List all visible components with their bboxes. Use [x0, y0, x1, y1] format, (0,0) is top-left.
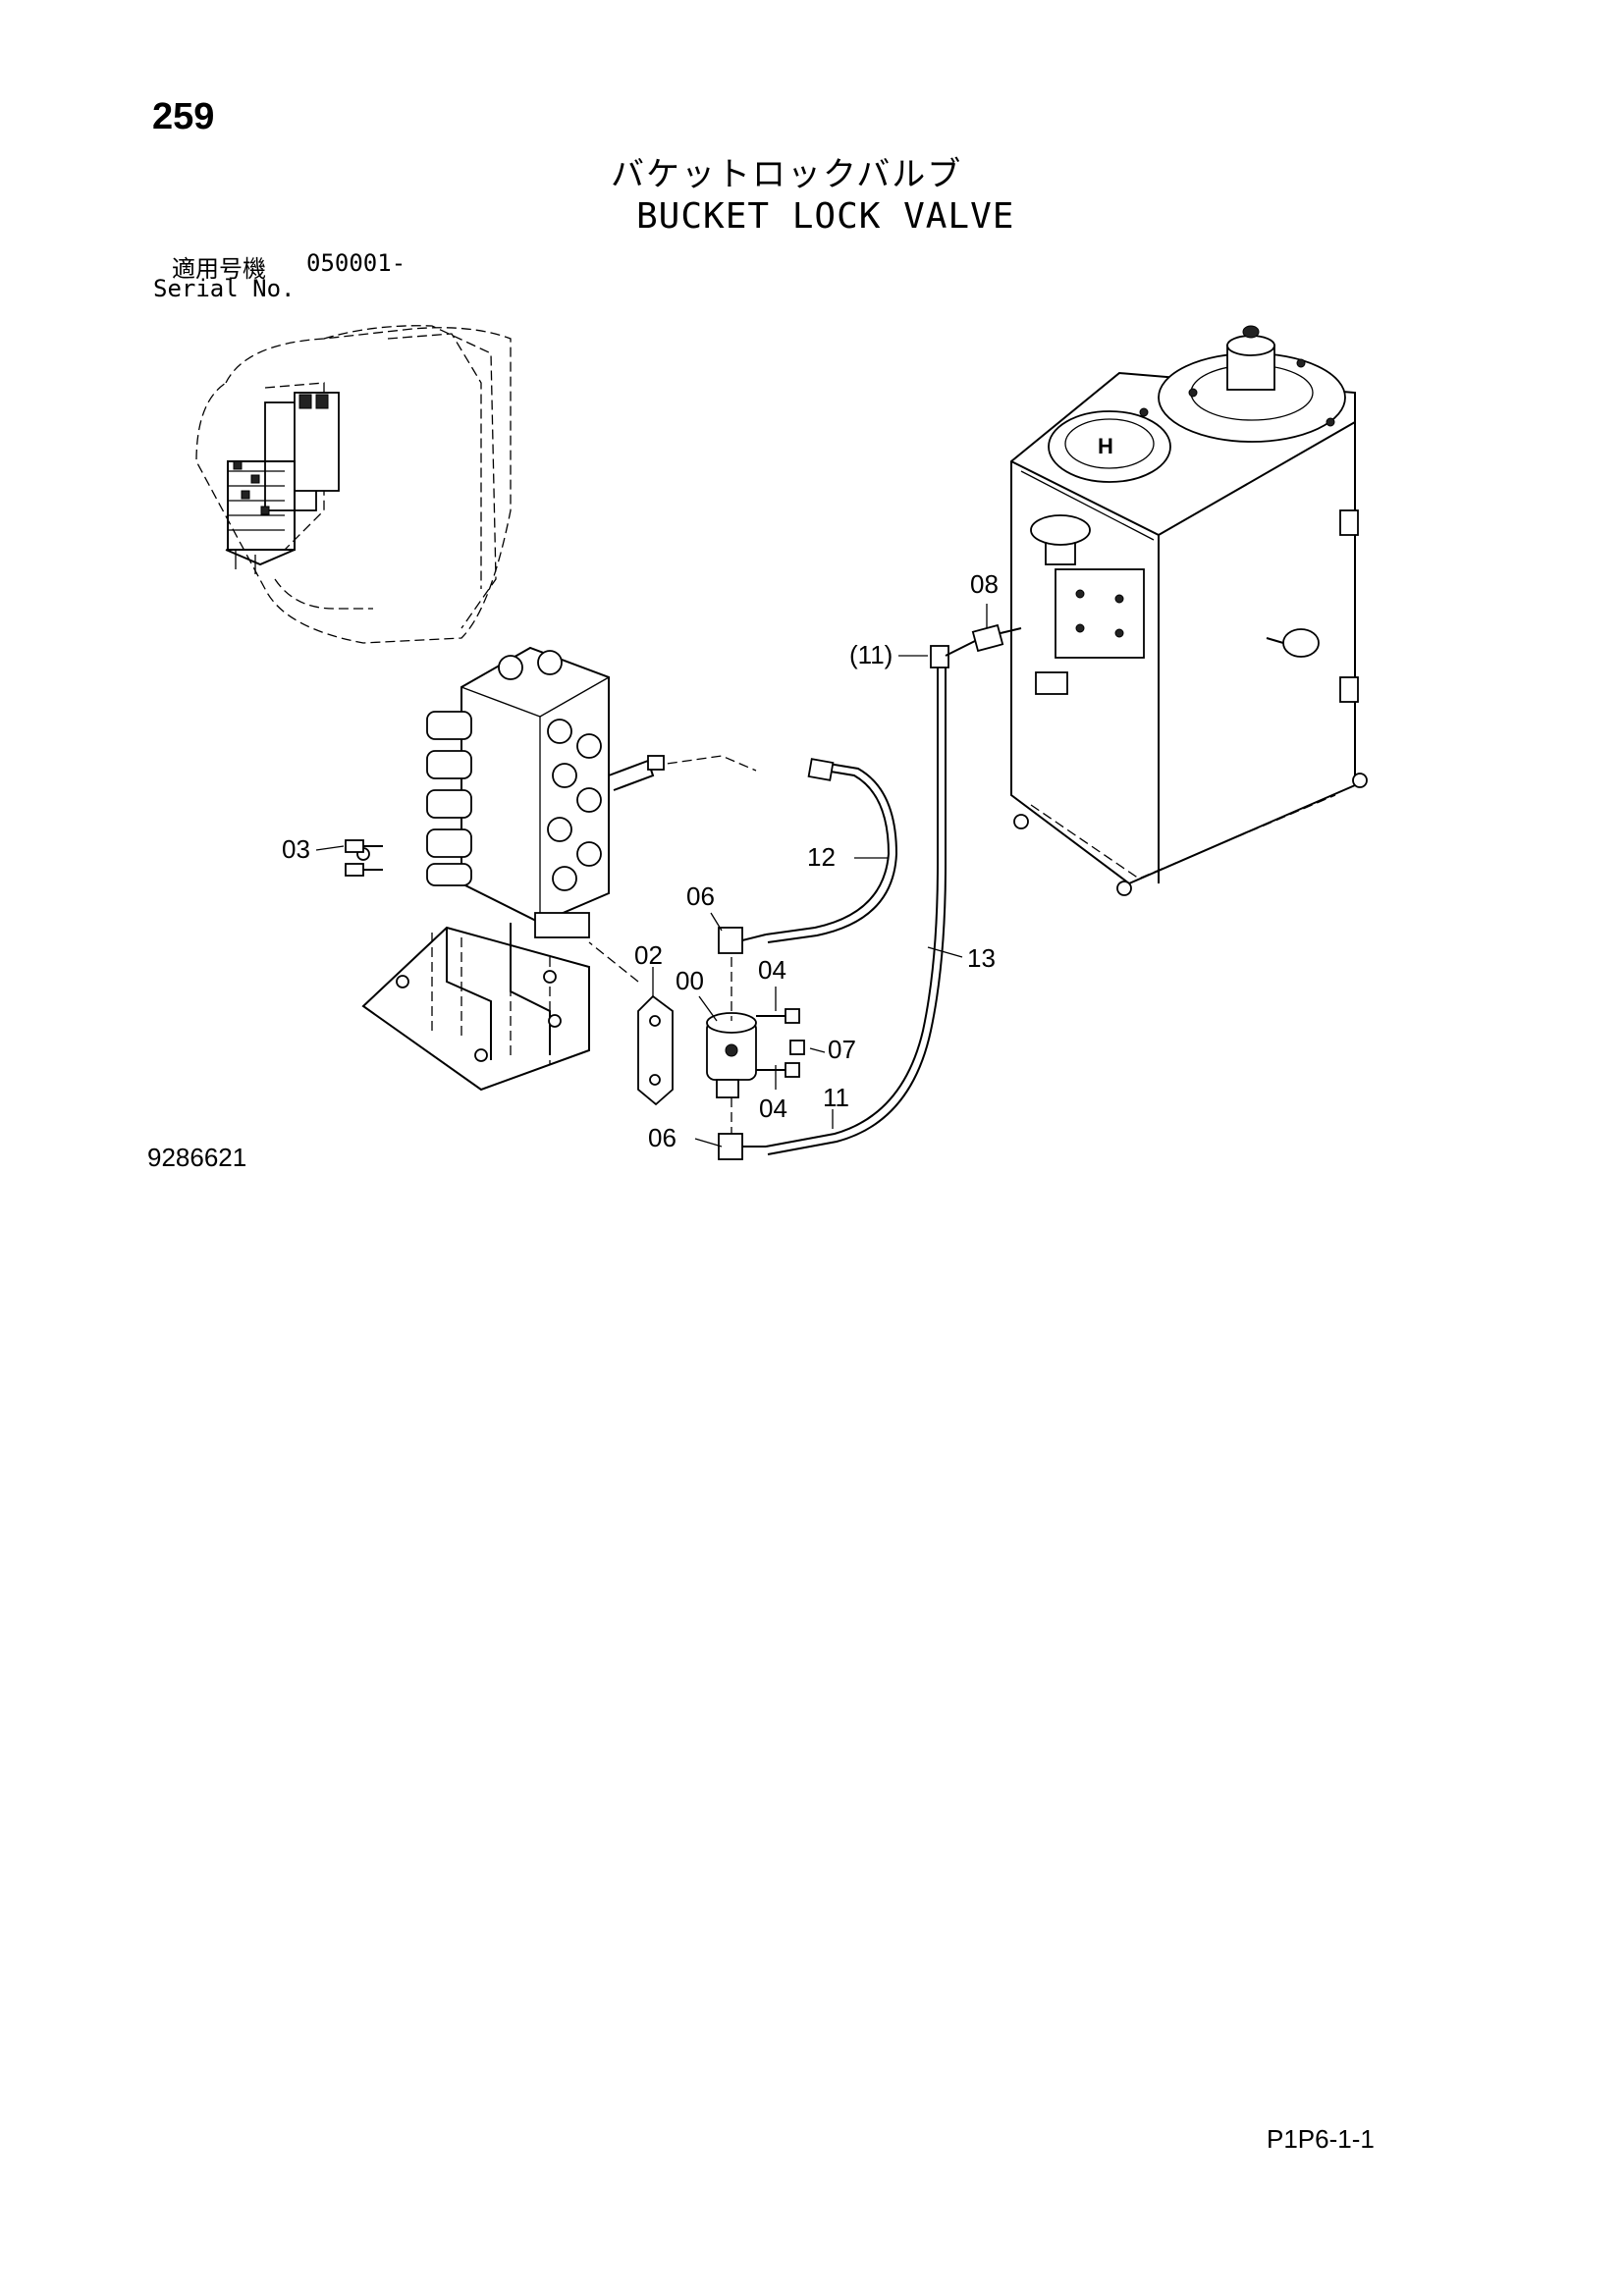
callout-06-lower: 06 [648, 1123, 677, 1152]
bolts-03-illustration [345, 839, 383, 877]
callout-labels: 08 (11) 03 12 06 13 02 00 04 07 04 11 06 [282, 569, 999, 1152]
callout-06-upper: 06 [686, 881, 715, 911]
svg-text:H: H [1098, 434, 1113, 458]
elbow-fitting-08 [971, 623, 1022, 653]
hose-12 [765, 758, 898, 943]
page-code: P1P6-1-1 [1267, 2124, 1375, 2154]
serial-value: 050001- [306, 249, 406, 277]
control-valve-illustration [426, 646, 655, 925]
serial-label-japanese: 適用号機 [172, 255, 266, 283]
callout-11: 11 [823, 1083, 849, 1112]
serial-label-english: Serial No. [153, 275, 296, 302]
cab-inset-illustration [195, 325, 512, 644]
callout-11-ref: (11) [849, 640, 893, 669]
callout-07: 07 [828, 1035, 856, 1064]
callout-08: 08 [970, 569, 999, 599]
hose-11 [765, 639, 978, 1155]
title-japanese: バケットロックバルブ [611, 155, 963, 194]
callout-04-lower: 04 [759, 1094, 787, 1123]
mounting-frame-illustration [356, 847, 590, 1092]
callout-04-upper: 04 [758, 955, 786, 985]
callout-03: 03 [282, 834, 310, 864]
drawing-id: 9286621 [147, 1143, 247, 1172]
callout-02: 02 [634, 940, 663, 970]
callout-00: 00 [676, 966, 704, 995]
title-english: BUCKET LOCK VALVE [636, 196, 1015, 237]
callout-13: 13 [967, 943, 996, 973]
leader-lines [315, 604, 988, 1148]
callout-12: 12 [807, 842, 836, 872]
page-number: 259 [152, 96, 215, 137]
bucket-lock-valve-assembly [588, 927, 805, 1160]
valve-port-connection [647, 755, 757, 772]
hydraulic-tank-illustration: H [1010, 325, 1368, 896]
